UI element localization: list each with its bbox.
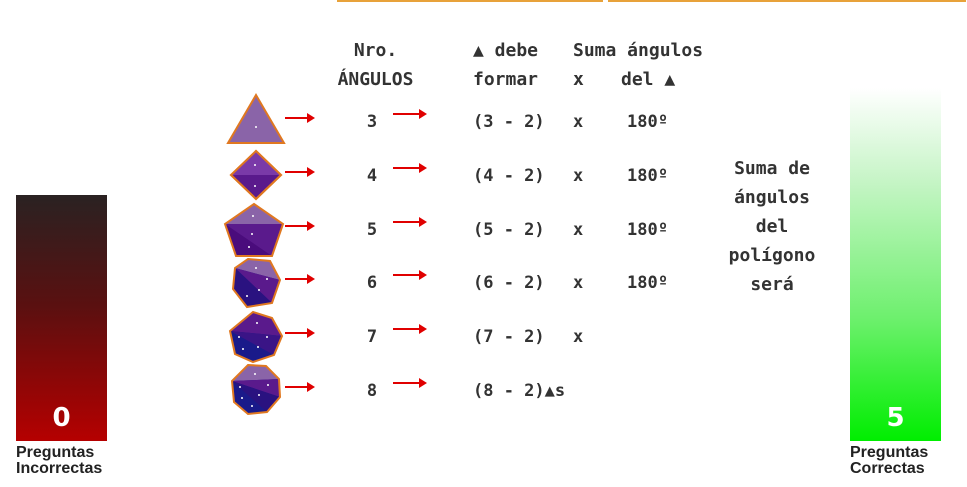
row-degrees: 180º [627, 166, 668, 186]
row-expression: (7 - 2) [473, 327, 545, 347]
row-expression: (4 - 2) [473, 166, 545, 186]
incorrect-score-value: 0 [52, 403, 71, 433]
summary-line: ángulos [734, 187, 810, 208]
row-degrees: 180º [627, 112, 668, 132]
hexagon-icon [231, 257, 282, 309]
octagon-icon [230, 363, 282, 416]
header-sum-times: x [573, 69, 584, 90]
row-angles: 7 [366, 327, 378, 347]
arrow-right-icon [393, 378, 427, 388]
header-triangles: ▲ debe formar [473, 36, 538, 94]
correct-label-line2: Correctas [850, 460, 925, 477]
arrow-right-icon [393, 217, 427, 227]
row-expression: (6 - 2) [473, 273, 545, 293]
header-count-line1: Nro. [353, 40, 398, 61]
summary-line: Suma de [734, 158, 810, 179]
arrow-right-icon [285, 113, 315, 123]
row-angles: 3 [366, 112, 378, 132]
row-expression: (3 - 2) [473, 112, 545, 132]
arrow-right-icon [393, 109, 427, 119]
square-icon [229, 149, 283, 201]
row-times: x [573, 112, 584, 132]
arrow-right-icon [285, 328, 315, 338]
row-times: x [573, 220, 584, 240]
header-sum-line1: Suma ángulos [573, 40, 704, 61]
incorrect-label-line2: Incorrectas [16, 460, 103, 477]
correct-score-value: 5 [886, 403, 905, 433]
correct-label-line1: Preguntas [850, 444, 929, 461]
arrow-right-icon [285, 167, 315, 177]
correct-score-bar: 5 [850, 88, 941, 441]
row-degrees: 180º [627, 273, 668, 293]
header-count-line2: ÁNGULOS [337, 69, 414, 90]
arrow-right-icon [393, 324, 427, 334]
row-angles: 4 [366, 166, 378, 186]
arrow-right-icon [285, 274, 315, 284]
row-times: x [573, 327, 584, 347]
row-expression: (5 - 2) [473, 220, 545, 240]
correct-score-label: Preguntas Correctas [850, 445, 928, 477]
arrow-right-icon [285, 221, 315, 231]
summary-line: polígono [728, 245, 816, 266]
incorrect-score-bar: 0 [16, 195, 107, 441]
arrow-right-icon [393, 270, 427, 280]
header-triangles-line1: ▲ debe [473, 40, 539, 61]
triangle-icon [226, 93, 286, 144]
heptagon-icon [228, 310, 284, 364]
polygon-sum-statement: Suma de ángulos del polígono será [712, 154, 832, 299]
arrow-right-icon [285, 382, 315, 392]
pentagon-icon [223, 202, 285, 257]
top-accent-line-left [337, 0, 603, 2]
row-angles: 8 [366, 381, 378, 401]
header-sum-line2: del ▲ [621, 69, 676, 90]
row-times: x [573, 166, 584, 186]
row-angles: 6 [366, 273, 378, 293]
top-accent-line-right [608, 0, 966, 2]
row-times: x [573, 273, 584, 293]
header-count: Nro. ÁNGULOS [318, 36, 433, 94]
incorrect-score-label: Preguntas Incorrectas [16, 445, 102, 477]
arrow-right-icon [393, 163, 427, 173]
summary-line: será [750, 274, 794, 295]
row-expression: (8 - 2)▲s [473, 381, 566, 401]
summary-line: del [755, 216, 789, 237]
row-degrees: 180º [627, 220, 668, 240]
incorrect-label-line1: Preguntas [16, 444, 95, 461]
header-triangles-line2: formar [473, 69, 539, 90]
row-angles: 5 [366, 220, 378, 240]
